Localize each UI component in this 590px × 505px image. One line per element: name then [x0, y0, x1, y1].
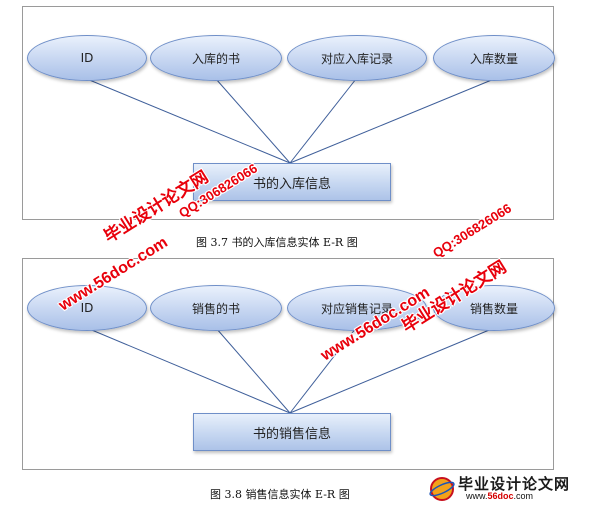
- logo-url-prefix: www.: [466, 491, 488, 501]
- logo-url-suffix: .com: [513, 491, 534, 501]
- logo-title: 毕业设计论文网: [458, 476, 571, 493]
- attribute-quantity-1: 入库数量: [433, 35, 555, 81]
- logo-globe-icon: [429, 477, 455, 501]
- attribute-id-2: ID: [27, 285, 147, 331]
- attribute-record-1: 对应入库记录: [287, 35, 427, 81]
- logo-url: www.56doc.com: [466, 491, 533, 501]
- logo-url-highlight: 56doc: [487, 491, 514, 501]
- site-logo: 毕业设计论文网 www.56doc.com: [428, 473, 588, 503]
- line-record-entity-2: [289, 327, 357, 414]
- line-record-entity-1: [289, 78, 357, 164]
- line-book-entity-1: [215, 78, 291, 164]
- line-book-entity-2: [215, 327, 291, 414]
- attribute-id-1: ID: [27, 35, 147, 81]
- line-id-entity-2: [86, 327, 291, 414]
- line-qty-entity-1: [289, 78, 495, 164]
- figure-caption-2: 图 3.8 销售信息实体 E-R 图: [210, 488, 350, 501]
- line-id-entity-1: [86, 78, 291, 164]
- figure-caption-1: 图 3.7 书的入库信息实体 E-R 图: [196, 236, 358, 249]
- attribute-book-1: 入库的书: [150, 35, 282, 81]
- entity-box-1: 书的入库信息: [193, 163, 391, 201]
- attribute-quantity-2: 销售数量: [433, 285, 555, 331]
- line-qty-entity-2: [289, 327, 495, 414]
- attribute-record-2: 对应销售记录: [287, 285, 427, 331]
- entity-box-2: 书的销售信息: [193, 413, 391, 451]
- attribute-book-2: 销售的书: [150, 285, 282, 331]
